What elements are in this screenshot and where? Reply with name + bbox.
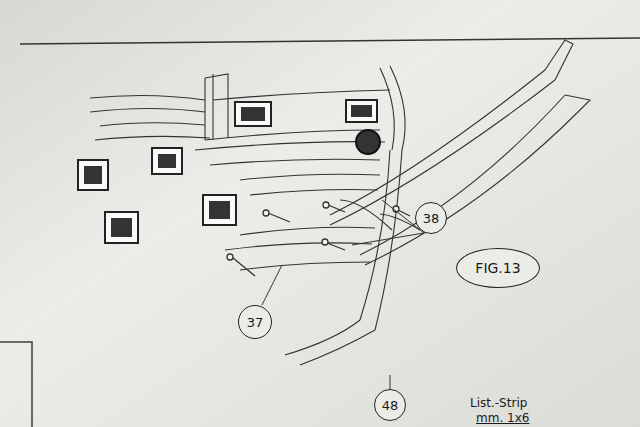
callout-number: 48 xyxy=(382,398,399,413)
figure-number: FIG.13 xyxy=(475,260,520,276)
callout-number: 37 xyxy=(247,315,264,330)
callout-circle: 38 xyxy=(415,202,447,234)
note-text: mm. 1x6 xyxy=(476,411,529,425)
figure-label-oval: FIG.13 xyxy=(456,248,540,288)
callout-circle: 48 xyxy=(374,389,406,421)
callout-circle: 37 xyxy=(238,305,272,339)
leader-lines xyxy=(262,200,424,389)
page-rule xyxy=(20,38,640,44)
callout-number: 38 xyxy=(423,211,440,226)
note-text: List.-Strip xyxy=(470,396,527,410)
gunports xyxy=(78,100,380,243)
partial-box xyxy=(0,342,32,427)
